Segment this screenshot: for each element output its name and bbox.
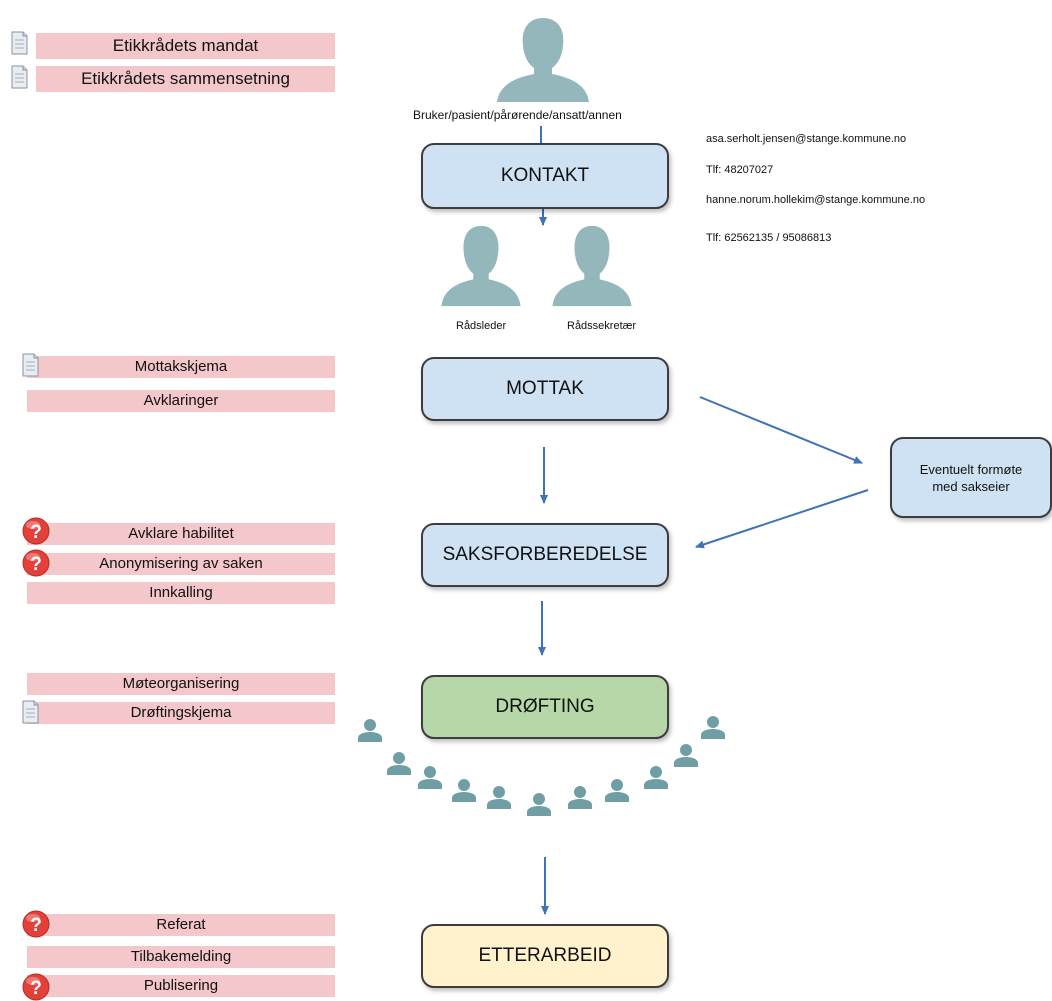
left-item-avklaringer[interactable]: Avklaringer bbox=[27, 390, 335, 412]
participant-icon bbox=[418, 766, 442, 789]
participant-icon bbox=[701, 716, 725, 739]
side-box-formote[interactable]: Eventuelt formøte med sakseier bbox=[890, 437, 1052, 518]
question-icon[interactable]: ? bbox=[22, 549, 50, 577]
person-icon bbox=[497, 18, 589, 102]
svg-text:?: ? bbox=[30, 554, 42, 575]
question-icon[interactable]: ? bbox=[22, 517, 50, 545]
contact-phone-2: Tlf: 62562135 / 95086813 bbox=[706, 232, 832, 244]
arrow-to-formote bbox=[699, 396, 863, 464]
svg-text:?: ? bbox=[30, 978, 42, 999]
participant-icon bbox=[487, 786, 511, 809]
step-kontakt[interactable]: KONTAKT bbox=[421, 143, 669, 209]
participant-icon bbox=[644, 766, 668, 789]
participant-icon bbox=[387, 752, 411, 775]
left-item-habilitet[interactable]: Avklare habilitet bbox=[27, 523, 335, 545]
document-icon[interactable] bbox=[22, 700, 39, 724]
participant-icon bbox=[674, 744, 698, 767]
step-drofting[interactable]: DRØFTING bbox=[421, 675, 669, 739]
side-box-line1: Eventuelt formøte bbox=[919, 461, 1023, 477]
svg-text:?: ? bbox=[30, 915, 42, 936]
document-icon[interactable] bbox=[11, 65, 28, 89]
left-item-mottakskjema[interactable]: Mottakskjema bbox=[27, 356, 335, 378]
participant-icon bbox=[605, 779, 629, 802]
left-item-publisering[interactable]: Publisering bbox=[27, 975, 335, 997]
person-icon bbox=[441, 225, 521, 307]
question-icon[interactable]: ? bbox=[22, 910, 50, 938]
step-mottak-label: MOTTAK bbox=[506, 378, 584, 399]
left-item-innkalling[interactable]: Innkalling bbox=[27, 582, 335, 604]
left-item-referat[interactable]: Referat bbox=[27, 914, 335, 936]
step-etterarbeid-label: ETTERARBEID bbox=[478, 945, 612, 966]
document-icon[interactable] bbox=[22, 353, 39, 377]
participant-icon bbox=[527, 793, 551, 816]
document-icon[interactable] bbox=[11, 31, 28, 55]
participant-icon bbox=[452, 779, 476, 802]
left-item-anonymisering[interactable]: Anonymisering av saken bbox=[27, 553, 335, 575]
question-icon[interactable]: ? bbox=[22, 973, 50, 1001]
side-box-line2: med sakseier bbox=[932, 478, 1010, 494]
svg-text:?: ? bbox=[30, 522, 42, 543]
participant-icon bbox=[358, 719, 382, 742]
left-item-moteorganisering[interactable]: Møteorganisering bbox=[27, 673, 335, 695]
person-icon bbox=[552, 225, 632, 307]
step-mottak[interactable]: MOTTAK bbox=[421, 357, 669, 421]
left-item-droftingskjema[interactable]: Drøftingskjema bbox=[27, 702, 335, 724]
left-item-sammensetning[interactable]: Etikkrådets sammensetning bbox=[36, 66, 335, 92]
step-saksforberedelse[interactable]: SAKSFORBEREDELSE bbox=[421, 523, 669, 587]
contact-phone-1: Tlf: 48207027 bbox=[706, 164, 774, 176]
step-saksforberedelse-label: SAKSFORBEREDELSE bbox=[442, 544, 648, 565]
arrow-from-formote bbox=[695, 489, 869, 549]
step-drofting-label: DRØFTING bbox=[495, 696, 595, 717]
step-etterarbeid[interactable]: ETTERARBEID bbox=[421, 924, 669, 988]
leader-caption: Rådsleder bbox=[456, 320, 507, 332]
left-item-tilbakemelding[interactable]: Tilbakemelding bbox=[27, 946, 335, 968]
step-kontakt-label: KONTAKT bbox=[500, 165, 590, 186]
top-person-caption: Bruker/pasient/pårørende/ansatt/annen bbox=[413, 108, 622, 122]
participant-icon bbox=[568, 786, 592, 809]
contact-email-2[interactable]: hanne.norum.hollekim@stange.kommune.no bbox=[706, 194, 926, 206]
left-item-mandat[interactable]: Etikkrådets mandat bbox=[36, 33, 335, 59]
secretary-caption: Rådssekretær bbox=[567, 320, 637, 332]
contact-email-1[interactable]: asa.serholt.jensen@stange.kommune.no bbox=[706, 133, 907, 145]
